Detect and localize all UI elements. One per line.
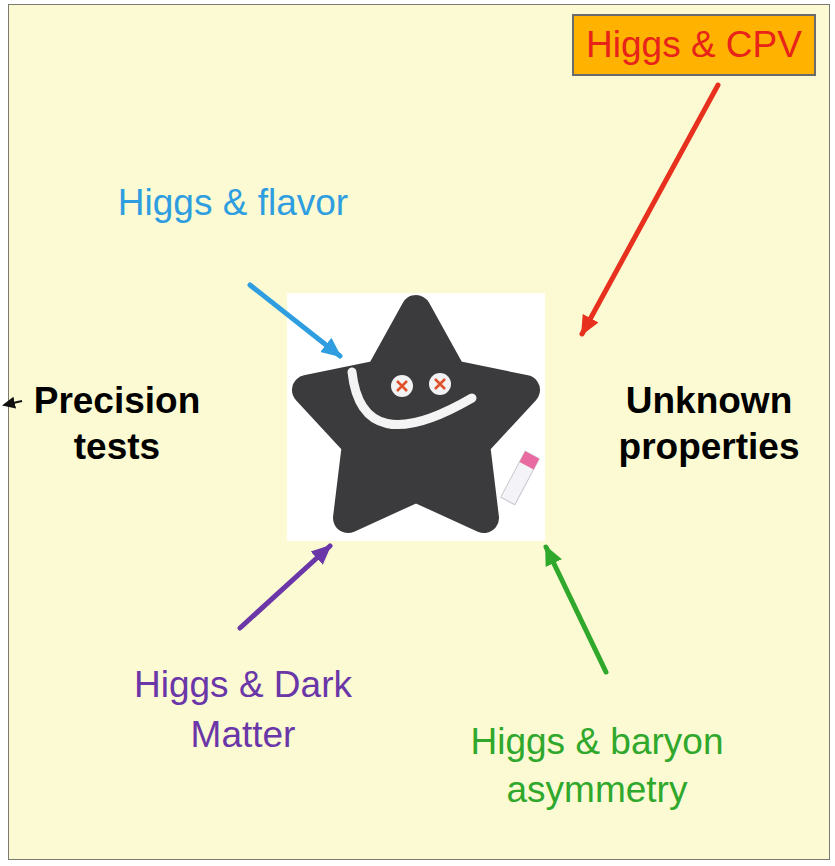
red-arrow xyxy=(582,85,718,334)
side-heading: Precision tests xyxy=(17,378,217,470)
eye-cross xyxy=(397,381,407,391)
green-arrow xyxy=(546,547,606,672)
higgs-plush xyxy=(307,310,525,518)
blue-arrow xyxy=(250,285,340,356)
box-title: Higgs & CPV xyxy=(586,23,802,67)
highlight-box: Higgs & CPV xyxy=(572,14,816,76)
plush-tag xyxy=(501,451,540,504)
plush-smile xyxy=(352,372,472,425)
topic-label: Higgs & baryon asymmetry xyxy=(447,718,747,814)
plush-eye xyxy=(391,375,413,397)
photo-ground xyxy=(287,293,545,541)
black-arrow xyxy=(4,401,22,405)
side-heading: Unknown properties xyxy=(594,378,824,470)
plush-eye xyxy=(429,373,451,395)
eye-cross xyxy=(435,379,445,389)
topic-label: Higgs & Dark Matter xyxy=(118,660,368,760)
topic-label: Higgs & flavor xyxy=(53,180,413,226)
purple-arrow xyxy=(240,546,330,628)
